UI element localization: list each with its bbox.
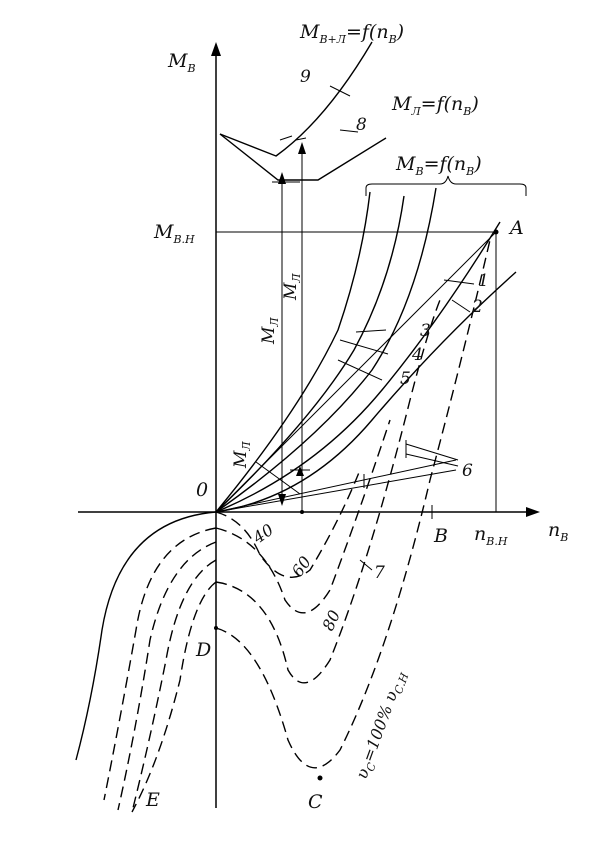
x-axis-label: nВ [548,519,568,544]
curve-number-6: 6 [462,461,473,481]
leader-lines [329,85,475,571]
ml-arrow-left-bottom-icon [278,494,286,506]
dashed-60 [215,419,391,614]
formula-loss: MЛ=f(nВ) [391,93,479,118]
dimension-arrows [255,142,310,506]
y-axis-label: MВ [167,50,196,75]
ml-arrow-left-top-icon [278,172,286,184]
curve-number-3: 3 [420,321,431,341]
fan-curve-4 [215,195,405,513]
percent-label-100: υС=100% υС.Н [352,668,412,783]
loss-and-sum-curves [219,41,387,181]
label-D: D [195,639,211,661]
formula-fan: MВ=f(nВ) [395,153,482,178]
fan-curve-6b [215,469,457,513]
leader-9 [329,85,351,97]
label-nominal-torque: MВ.Н [153,221,195,246]
curve-number-2: 2 [471,297,483,317]
percent-label-80: 80 [318,607,344,633]
label-A: A [508,217,524,239]
curve-number-5: 5 [400,369,411,389]
y-axis-arrow-icon [211,42,221,56]
leader-5 [337,359,383,381]
dashed-curves [103,239,491,813]
ml-arrow-right-top-icon [298,142,306,154]
ml-label-small: MЛ [231,441,253,469]
point-origin-cross [300,510,304,514]
curve-number-1: 1 [478,271,489,291]
negative-solid-curve [75,511,217,761]
dashed-left-3 [131,559,217,813]
percent-label-60: 60 [288,553,315,581]
ml-leader [255,461,301,495]
leader-6a [405,453,459,467]
curve-number-7: 7 [374,563,385,583]
curve-8-loss [219,133,387,181]
label-E: E [145,789,160,811]
dashed-left-2 [117,541,217,811]
leader-8 [339,129,359,133]
label-C: C [308,791,323,813]
label-nominal-speed: nВ.Н [474,523,508,548]
label-B: B [433,525,448,547]
fan-curve-5 [215,191,371,513]
point-A [493,229,499,235]
ml-label-left: MЛ [259,317,281,345]
dashed-100 [215,239,491,769]
origin-label: 0 [196,479,208,501]
fan-curve-1 [215,271,517,513]
formula-sum: MВ+Л=f(nВ) [299,21,404,46]
fan-curves-brace [365,175,527,196]
dashed-80 [215,299,441,684]
point-C [317,775,323,781]
curve-number-8: 8 [356,115,367,135]
curve-9-sum [219,41,373,157]
ml-small-arrow-icon [296,466,304,476]
fan-curve-2 [215,221,501,513]
leader-6b [405,443,459,461]
x-axis-arrow-icon [526,507,540,517]
curve-ticks [279,135,307,141]
fan-curve-6a [215,459,457,513]
leader-1 [443,279,475,285]
dashed-left-4 [131,581,217,813]
leader-3 [355,329,387,333]
ml-label-right: MЛ [281,273,303,301]
percent-label-40: 40 [249,520,277,548]
leader-2 [451,299,471,313]
leader-4 [339,339,389,355]
axes [78,42,540,808]
point-D [214,626,218,630]
dashed-40 [215,469,361,578]
fan-curve-3 [215,187,437,513]
leader-7 [359,559,373,571]
fan-curves [215,187,517,513]
curve-number-4: 4 [411,345,423,365]
dashed-left-1 [103,527,217,801]
curve-number-9: 9 [300,67,311,87]
